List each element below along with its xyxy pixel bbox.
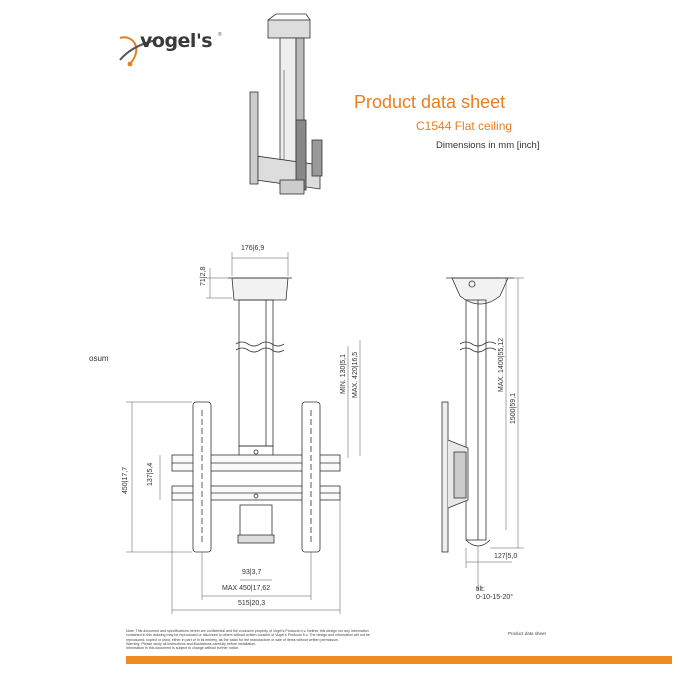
dimension-units: Dimensions in mm [inch]	[436, 140, 540, 151]
logo-swoosh-icon	[119, 36, 157, 67]
product-perspective-view	[249, 13, 323, 195]
footer-note-line: Note: This document and specifications h…	[126, 629, 369, 633]
footer-note-line: Warning: Please study all instructions a…	[126, 641, 257, 646]
dim-height-137: 137|5,4	[147, 462, 154, 486]
front-view-dimension-lines	[126, 252, 361, 614]
logo-registered-mark: ®	[218, 32, 222, 38]
dim-height-450: 450|17,7	[122, 466, 129, 494]
footer-accent-bar	[126, 656, 672, 664]
dim-height-1500: 1500|59,1	[510, 392, 517, 424]
footer-legal-note: Note: This document and specifications h…	[126, 629, 446, 650]
footer-note-line: contained in this drawing may be reprodu…	[126, 633, 370, 638]
tilt-label: tilt:	[476, 586, 485, 593]
footer-note-line: Information in this document is subject …	[126, 646, 240, 651]
dim-max-1400: MAX. 1400|55,12	[498, 338, 505, 392]
side-label: osum	[89, 354, 109, 363]
side-view-dimension-lines	[465, 277, 524, 590]
page-title: Product data sheet	[354, 92, 506, 112]
tilt-values: 0-10-15-20°	[476, 594, 514, 601]
side-view-drawing	[441, 277, 514, 553]
dim-height-71: 71|2,8	[200, 266, 207, 286]
dim-depth-127: 127|5,0	[494, 553, 518, 560]
dim-max-450: MAX 450|17,62	[222, 585, 271, 592]
product-model: C1544 Flat ceiling	[416, 119, 513, 133]
vogels-logo: vogel's ®	[118, 24, 228, 68]
dim-width-176: 176|6,9	[241, 245, 265, 252]
logo-wordmark: vogel's	[140, 30, 213, 52]
dim-width-515: 515|20,3	[238, 600, 266, 607]
dim-max-420: MAX. 420|16,5	[352, 351, 359, 398]
front-view-drawing	[171, 277, 341, 553]
dim-width-93: 93|3,7	[242, 569, 262, 576]
footer-doc-label: Product data sheet	[508, 631, 546, 636]
dim-min-130: MIN. 130|5,1	[340, 354, 347, 394]
footer-note-line: reproduced, copied or used, either in pa…	[126, 637, 339, 642]
